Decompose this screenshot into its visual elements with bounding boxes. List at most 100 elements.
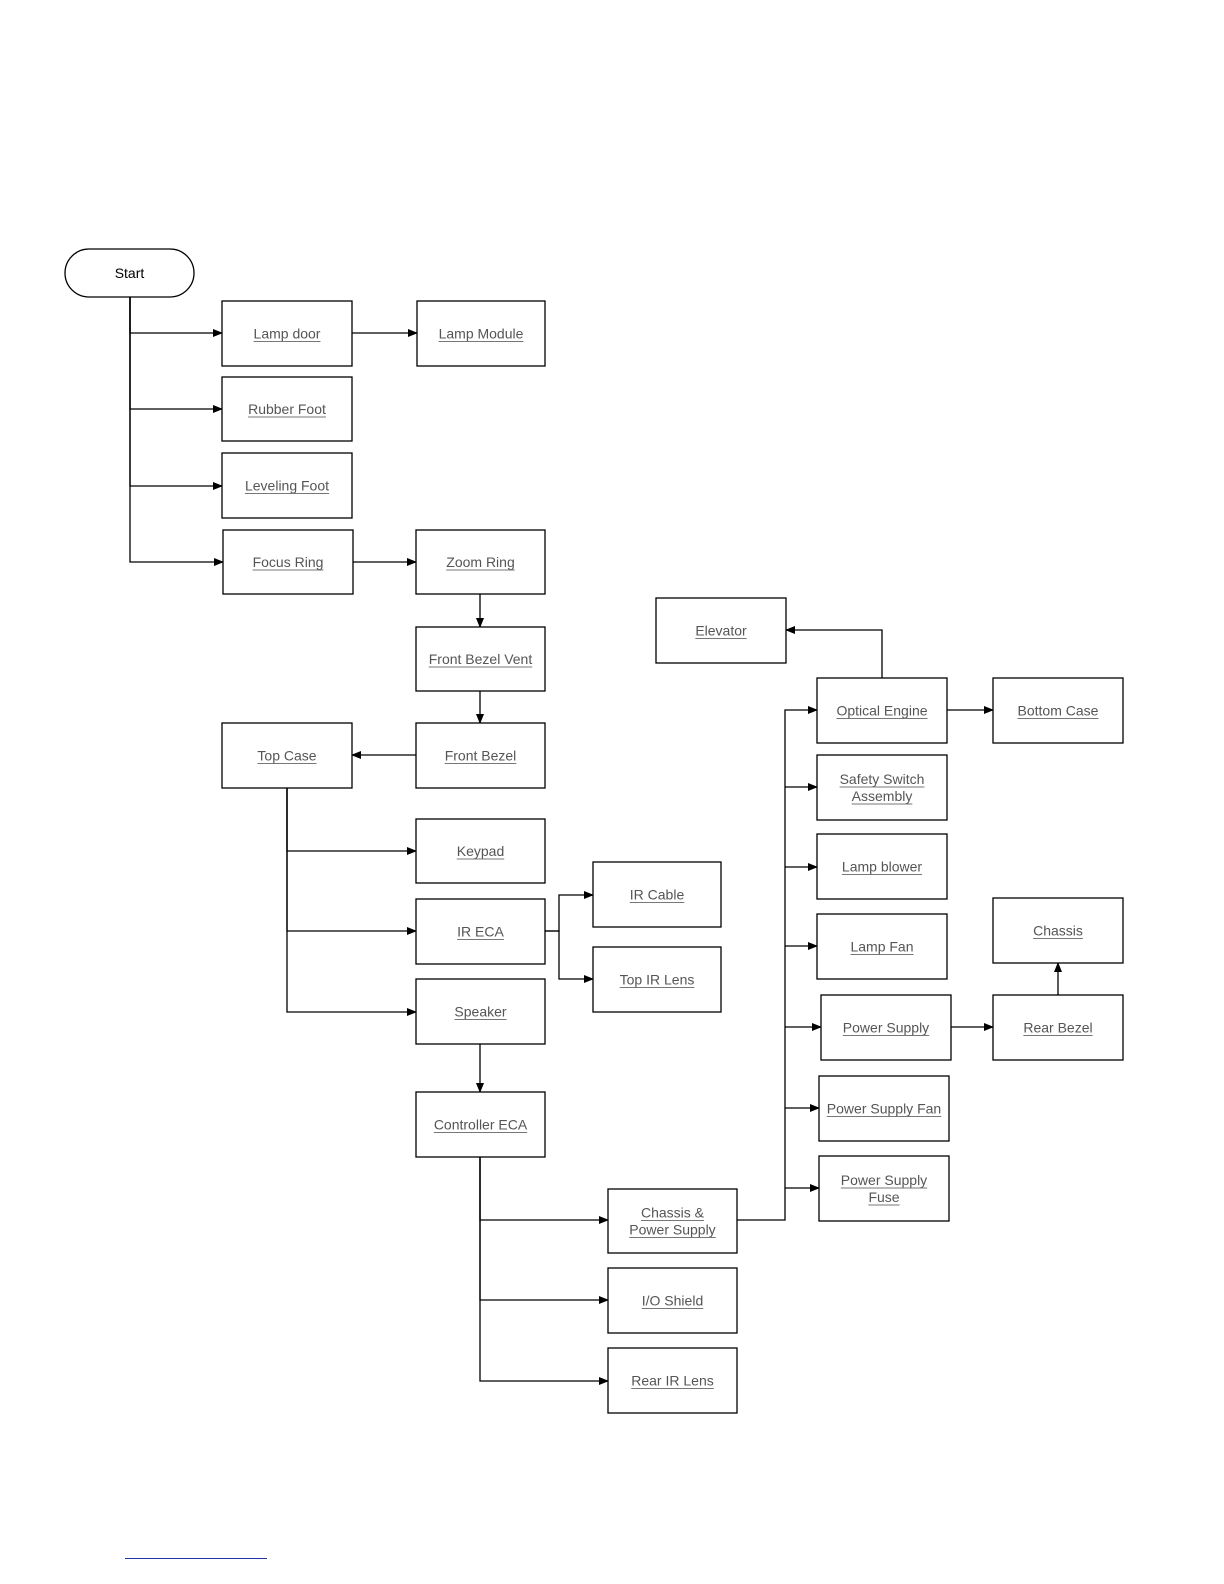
node-label: Rear Bezel xyxy=(1023,1020,1092,1036)
node-label: Lamp door xyxy=(254,326,321,342)
node-chassis: Chassis xyxy=(992,897,1124,964)
node-label: Start xyxy=(115,265,145,281)
terminator-shape xyxy=(64,248,195,298)
process-box xyxy=(655,597,787,664)
arrow-start-to-leveling-foot xyxy=(129,297,223,490)
node-label: Optical Engine xyxy=(836,703,927,719)
node-label: Front Bezel xyxy=(445,748,517,764)
node-label: Safety Switch xyxy=(840,771,925,787)
node-front-bezel-vent: Front Bezel Vent xyxy=(415,626,546,692)
process-box xyxy=(415,722,546,789)
node-power-supply-fan: Power Supply Fan xyxy=(818,1075,950,1142)
process-box xyxy=(415,529,546,595)
process-box xyxy=(415,898,546,965)
node-label: Controller ECA xyxy=(434,1117,528,1133)
node-keypad: Keypad xyxy=(415,818,546,884)
node-top-case: Top Case xyxy=(221,722,353,789)
node-lamp-door: Lamp door xyxy=(221,300,353,367)
process-box xyxy=(992,994,1124,1061)
node-ir-eca: IR ECA xyxy=(415,898,546,965)
node-label: Power Supply xyxy=(841,1172,927,1188)
node-label: Bottom Case xyxy=(1018,703,1099,719)
arrow-controller-eca-to-chassis-power-supply xyxy=(479,1157,609,1224)
node-elevator: Elevator xyxy=(655,597,787,664)
node-rear-ir-lens: Rear IR Lens xyxy=(607,1347,738,1414)
process-box xyxy=(816,833,948,900)
process-box xyxy=(592,946,722,1013)
node-ir-cable: IR Cable xyxy=(592,861,722,928)
node-label: Speaker xyxy=(454,1004,506,1020)
arrow-ir-eca-to-top-ir-lens xyxy=(545,930,594,983)
node-front-bezel: Front Bezel xyxy=(415,722,546,789)
node-label: Assembly xyxy=(852,788,913,804)
node-top-ir-lens: Top IR Lens xyxy=(592,946,722,1013)
node-label: Chassis xyxy=(1033,923,1083,939)
node-label: Power Supply xyxy=(843,1020,929,1036)
node-start: Start xyxy=(64,248,195,298)
node-speaker: Speaker xyxy=(415,978,546,1045)
process-box xyxy=(221,722,353,789)
process-box xyxy=(818,1155,950,1222)
process-box xyxy=(816,913,948,980)
node-label: Lamp blower xyxy=(842,859,922,875)
node-lamp-module: Lamp Module xyxy=(416,300,546,367)
node-leveling-foot: Leveling Foot xyxy=(221,452,353,519)
arrow-chassis-power-supply-to-optical-engine xyxy=(737,706,818,1221)
node-chassis-power-supply: Chassis &Power Supply xyxy=(607,1188,738,1254)
process-box xyxy=(992,677,1124,744)
node-label: Chassis & xyxy=(641,1205,705,1221)
node-label: IR ECA xyxy=(457,924,504,940)
process-box xyxy=(992,897,1124,964)
process-box xyxy=(416,300,546,367)
node-label: Zoom Ring xyxy=(446,554,514,570)
node-optical-engine: Optical Engine xyxy=(816,677,948,744)
node-lamp-blower: Lamp blower xyxy=(816,833,948,900)
node-label: Rubber Foot xyxy=(248,401,326,417)
process-box xyxy=(415,978,546,1045)
process-box xyxy=(818,1075,950,1142)
node-label: Power Supply Fan xyxy=(827,1101,941,1117)
node-controller-eca: Controller ECA xyxy=(415,1091,546,1158)
node-label: Keypad xyxy=(457,843,504,859)
arrow-top-case-to-ir-eca xyxy=(286,788,417,935)
arrow-optical-engine-to-elevator xyxy=(785,626,883,678)
node-label: Power Supply xyxy=(629,1222,715,1238)
process-box xyxy=(222,529,354,595)
arrow-ir-eca-to-ir-cable xyxy=(545,891,594,932)
node-label: IR Cable xyxy=(630,887,685,903)
process-box xyxy=(607,1267,738,1334)
node-label: Lamp Fan xyxy=(850,939,913,955)
process-box xyxy=(415,818,546,884)
node-label: Leveling Foot xyxy=(245,478,329,494)
process-box xyxy=(607,1347,738,1414)
node-label: Lamp Module xyxy=(439,326,524,342)
process-box xyxy=(415,626,546,692)
node-label: Focus Ring xyxy=(253,554,324,570)
node-bottom-case: Bottom Case xyxy=(992,677,1124,744)
node-lamp-fan: Lamp Fan xyxy=(816,913,948,980)
node-label: I/O Shield xyxy=(642,1293,703,1309)
node-power-supply: Power Supply xyxy=(820,994,952,1061)
node-io-shield: I/O Shield xyxy=(607,1267,738,1334)
node-label: Fuse xyxy=(868,1189,899,1205)
process-box xyxy=(592,861,722,928)
process-box xyxy=(415,1091,546,1158)
process-box xyxy=(221,300,353,367)
node-label: Elevator xyxy=(695,623,747,639)
process-box xyxy=(221,376,353,442)
arrow-top-case-to-keypad xyxy=(286,788,417,855)
process-box xyxy=(820,994,952,1061)
arrow-start-to-rubber-foot xyxy=(129,297,223,413)
arrow-start-to-focus-ring xyxy=(129,297,224,566)
node-rubber-foot: Rubber Foot xyxy=(221,376,353,442)
process-box xyxy=(816,677,948,744)
node-zoom-ring: Zoom Ring xyxy=(415,529,546,595)
arrow-controller-eca-to-io-shield xyxy=(479,1157,609,1304)
node-label: Rear IR Lens xyxy=(631,1373,713,1389)
node-label: Front Bezel Vent xyxy=(429,651,533,667)
node-label: Top Case xyxy=(257,748,316,764)
